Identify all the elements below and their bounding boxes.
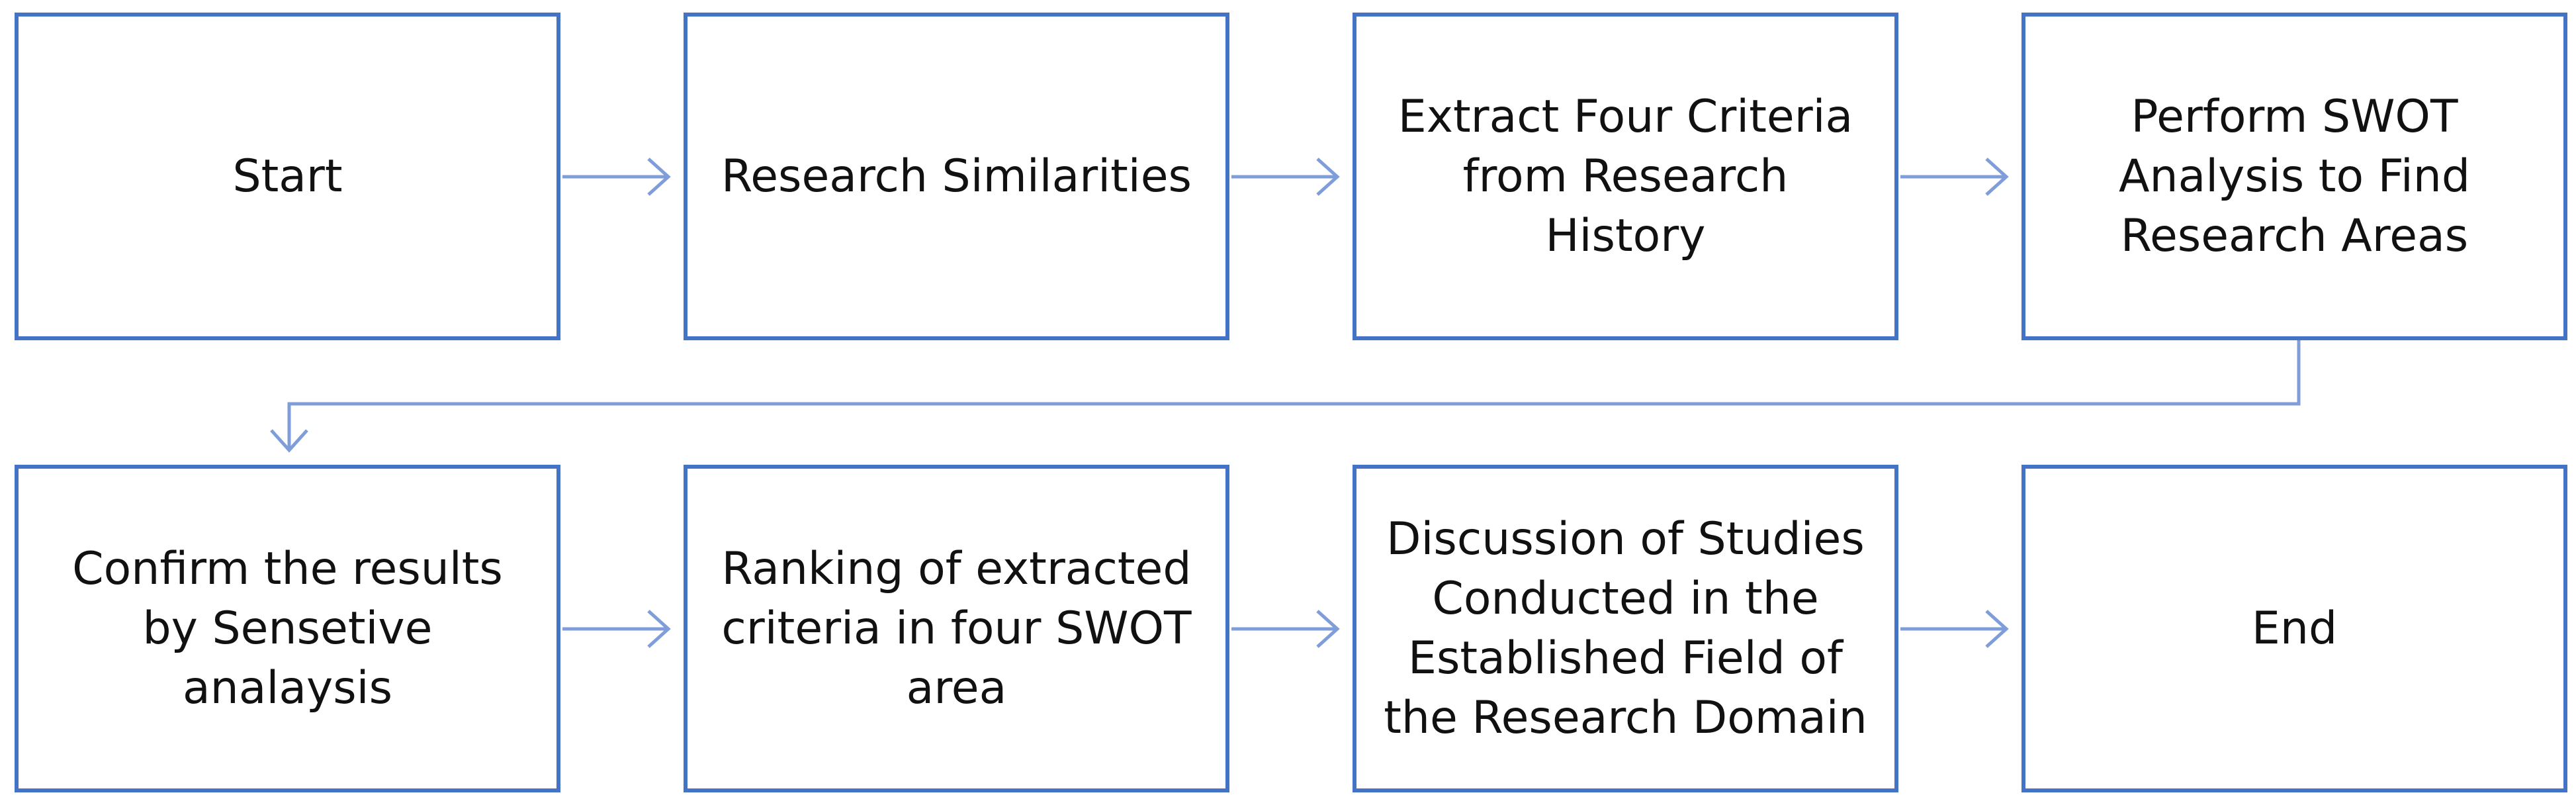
node-research-similarities-label: Research Similarities	[721, 150, 1192, 203]
node-confirm-results-label: Confirm the results by Sensetive analays…	[72, 542, 503, 714]
node-extract-criteria-label: Extract Four Criteria from Research Hist…	[1398, 90, 1853, 262]
node-extract-criteria: Extract Four Criteria from Research Hist…	[1353, 13, 1898, 340]
node-swot-analysis-label: Perform SWOT Analysis to Find Research A…	[2119, 90, 2470, 262]
node-confirm-results: Confirm the results by Sensetive analays…	[15, 465, 560, 792]
arrow-extract-criteria-to-swot-analysis	[1900, 158, 2009, 196]
node-swot-analysis: Perform SWOT Analysis to Find Research A…	[2021, 13, 2567, 340]
node-discussion-studies-label: Discussion of Studies Conducted in the E…	[1384, 512, 1867, 744]
arrow-start-to-research-similarities	[562, 158, 671, 196]
node-end-label: End	[2251, 602, 2338, 655]
node-discussion-studies: Discussion of Studies Conducted in the E…	[1353, 465, 1898, 792]
arrow-swot-analysis-to-confirm-results	[270, 340, 2301, 453]
arrow-discussion-studies-to-end	[1900, 610, 2009, 648]
arrow-confirm-results-to-ranking-criteria	[562, 610, 671, 648]
node-start-label: Start	[232, 150, 343, 203]
node-ranking-criteria: Ranking of extracted criteria in four SW…	[684, 465, 1229, 792]
node-start: Start	[15, 13, 560, 340]
arrow-research-similarities-to-extract-criteria	[1231, 158, 1340, 196]
node-ranking-criteria-label: Ranking of extracted criteria in four SW…	[721, 542, 1192, 714]
arrow-ranking-criteria-to-discussion-studies	[1231, 610, 1340, 648]
node-research-similarities: Research Similarities	[684, 13, 1229, 340]
node-end: End	[2021, 465, 2567, 792]
